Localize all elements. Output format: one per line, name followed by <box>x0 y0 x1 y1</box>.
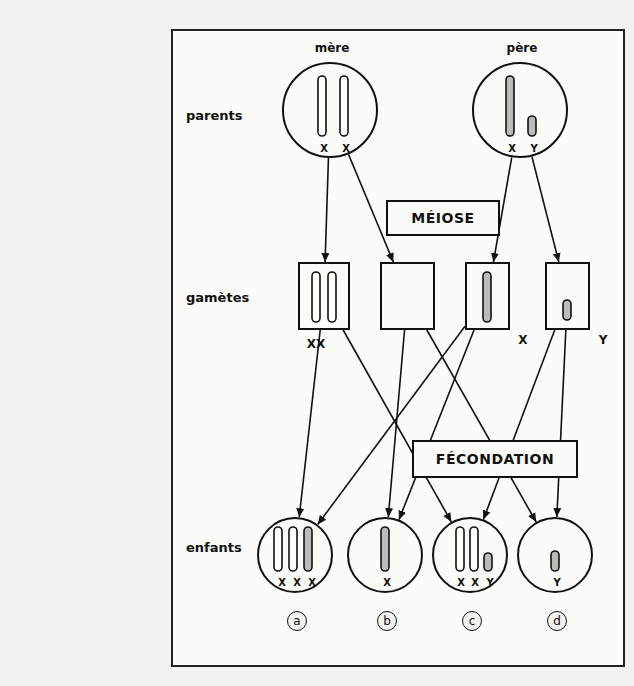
chromosome-x <box>312 272 320 322</box>
arrow <box>325 158 328 262</box>
child-letter: c <box>462 611 482 631</box>
child-letter: a <box>287 611 307 631</box>
chromosome-y <box>484 553 492 571</box>
chromosome-label: X <box>471 577 479 588</box>
arrow <box>427 330 536 522</box>
chromosome-label: Y <box>553 577 560 588</box>
process-box: MÉIOSE <box>386 200 500 236</box>
parent-label: mère <box>315 41 350 55</box>
chromosome-label: Y <box>530 143 537 154</box>
arrow <box>299 330 320 517</box>
child-letter: d <box>547 611 567 631</box>
chromosome-label: X <box>518 333 527 347</box>
gamete-box <box>380 262 435 330</box>
chromosome-x <box>470 527 478 571</box>
chromosome-label: X <box>342 143 350 154</box>
chromosome-y <box>563 300 571 320</box>
parent-circle: pèreXY <box>472 62 568 158</box>
chromosome-x <box>340 76 348 136</box>
arrow <box>557 330 566 517</box>
gamete-box: Y <box>545 262 590 330</box>
arrow <box>343 330 451 522</box>
chromosome-label: XX <box>307 337 326 351</box>
chromosome-x <box>274 527 282 571</box>
chromosome-x <box>318 76 326 136</box>
chromosome-y <box>528 116 536 136</box>
process-label: FÉCONDATION <box>436 451 554 467</box>
gamete-box: X <box>465 262 510 330</box>
chromosome-label: X <box>320 143 328 154</box>
child-circle: XXYc <box>432 517 508 593</box>
frame <box>172 30 624 666</box>
process-label: MÉIOSE <box>411 210 474 226</box>
chromosome-x <box>456 527 464 571</box>
chromosome-label: Y <box>599 333 608 347</box>
chromosome-x <box>483 272 491 322</box>
chromosome-label: X <box>457 577 465 588</box>
chromosome-label: X <box>308 577 316 588</box>
chromosome-y <box>551 551 559 571</box>
row-label: enfants <box>186 540 242 555</box>
chromosome-x <box>328 272 336 322</box>
parent-circle: mèreXX <box>282 62 378 158</box>
chromosome-x <box>289 527 297 571</box>
gamete-box: XX <box>298 262 350 330</box>
chromosome-x <box>304 527 312 571</box>
arrow <box>399 330 474 520</box>
row-label: parents <box>186 108 243 123</box>
child-circle: Xb <box>347 517 423 593</box>
child-letter: b <box>377 611 397 631</box>
parent-label: père <box>507 41 538 55</box>
chromosome-x <box>506 76 514 136</box>
chromosome-label: Y <box>486 577 493 588</box>
arrow <box>318 326 465 524</box>
chromosomes <box>274 76 571 571</box>
chromosome-label: X <box>293 577 301 588</box>
chromosome-label: X <box>508 143 516 154</box>
chromosome-label: X <box>383 577 391 588</box>
child-circle: Yd <box>517 517 593 593</box>
row-label: gamètes <box>186 290 249 305</box>
child-circle: XXXa <box>257 517 333 593</box>
process-box: FÉCONDATION <box>412 440 578 478</box>
chromosome-x <box>381 527 389 571</box>
chromosome-label: X <box>278 577 286 588</box>
arrow <box>532 157 559 262</box>
